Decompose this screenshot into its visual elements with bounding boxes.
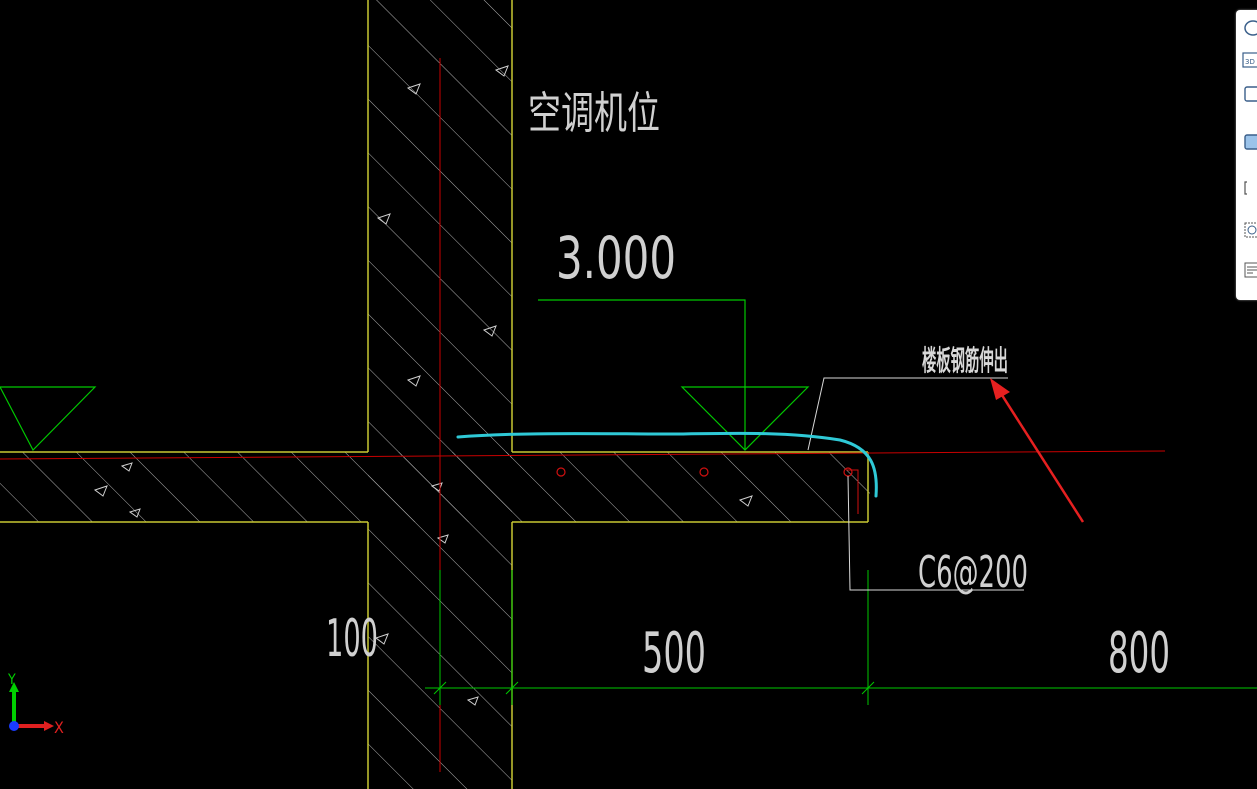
rebar-hook (846, 469, 859, 514)
ucs-icon: Y X (7, 672, 64, 737)
annotation-arrow (990, 378, 1085, 523)
grid-axis (0, 58, 1166, 772)
orbit-icon[interactable] (1241, 18, 1257, 38)
3d-view-icon[interactable]: 3D (1241, 50, 1257, 70)
rebar-label: C6@200 (918, 547, 1028, 598)
frame-icon[interactable] (1241, 178, 1257, 198)
properties-icon[interactable] (1241, 260, 1257, 280)
dimension-100: 100 (326, 609, 378, 669)
concrete-hatch (0, 0, 870, 789)
elevation-label: 3.000 (556, 224, 676, 292)
view-cube-icon[interactable] (1241, 84, 1257, 104)
aggregate-marks (93, 65, 753, 706)
dimension-800: 800 (1108, 621, 1170, 686)
wall-outline (0, 0, 869, 789)
annotation-label: 楼板钢筋伸出 (922, 344, 1008, 377)
view-toolbar: 3D (1236, 10, 1257, 300)
rebar-dots (556, 467, 853, 477)
ucs-y-label: Y (7, 672, 16, 688)
title-label: 空调机位 (528, 88, 660, 139)
svg-text:3D: 3D (1245, 58, 1255, 66)
wireframe-icon[interactable] (1241, 220, 1257, 240)
ucs-x-label: X (54, 718, 64, 737)
dimension-lines (425, 570, 1257, 705)
dimension-500: 500 (642, 621, 706, 686)
shaded-box-icon[interactable] (1241, 132, 1257, 152)
level-marker (0, 299, 810, 452)
markup-stroke (456, 431, 878, 498)
leader-lines (807, 377, 1024, 591)
